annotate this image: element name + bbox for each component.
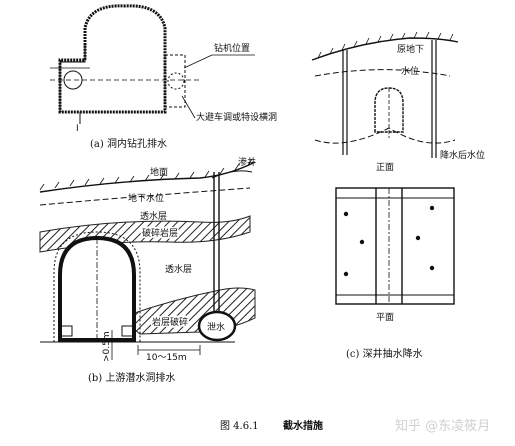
plan-view-box bbox=[335, 187, 455, 305]
lowered-water-label: 降水后水位 bbox=[440, 149, 485, 161]
cross-hole-niche bbox=[164, 54, 186, 108]
panel-b-caption: (b) 上游潜水洞排水 bbox=[88, 371, 175, 384]
front-view-label: 正面 bbox=[376, 162, 394, 173]
ground-surface-label: 地面 bbox=[150, 166, 168, 178]
fractured-rock-label: 破碎岩层 bbox=[142, 227, 178, 239]
figure-caption-number: 图 4.6.1 bbox=[220, 420, 259, 432]
drain-label: 泄水 bbox=[207, 321, 225, 333]
drain-tunnel bbox=[197, 310, 237, 342]
distance-label: 10～15m bbox=[146, 353, 187, 363]
tunnel-a-outline bbox=[58, 4, 167, 114]
original-water-label-1: 原地下 bbox=[397, 43, 424, 55]
permeable-layer-1-label: 透水层 bbox=[140, 210, 167, 222]
panel-c-caption: (c) 深井抽水降水 bbox=[346, 347, 423, 360]
panel-b: 地面 地下水位 透水层 破碎岩层 透水层 岩层破碎 渗井 泄水 10～15m bbox=[39, 156, 256, 384]
ground-surface-c bbox=[311, 37, 459, 61]
groundwater-line bbox=[39, 187, 251, 206]
height-label: >0.5m bbox=[102, 331, 112, 362]
panel-c: 原地下 水位 降水后水位 正面 平面 (c) 深井抽水降水 bbox=[311, 31, 485, 360]
rock-fragments-label: 岩层破碎 bbox=[152, 316, 188, 328]
plan-view-label: 平面 bbox=[376, 312, 394, 323]
groundwater-label: 地下水位 bbox=[128, 192, 164, 204]
figure-caption-title: 截水措施 bbox=[283, 419, 323, 432]
drill-position-marker bbox=[167, 72, 185, 90]
permeable-layer-2-label: 透水层 bbox=[165, 263, 192, 275]
drill-position-label: 钻机位置 bbox=[214, 42, 250, 54]
original-water-label-2: 水位 bbox=[401, 65, 419, 77]
panel-a-caption: (a) 洞内钻孔排水 bbox=[90, 137, 167, 150]
panel-a: I 钻机位置 大避车调或特设横洞 (a) 洞内钻孔排水 bbox=[50, 4, 277, 150]
cross-hole-label: 大避车调或特设横洞 bbox=[196, 111, 277, 123]
seep-well-label: 渗井 bbox=[238, 156, 256, 168]
section-mark-label: I bbox=[76, 124, 79, 134]
ground-surface-line bbox=[39, 161, 256, 193]
lowered-water-level bbox=[314, 127, 456, 144]
watermark: 知乎 @东凌筱月 bbox=[395, 418, 490, 434]
original-water-level bbox=[314, 69, 451, 77]
